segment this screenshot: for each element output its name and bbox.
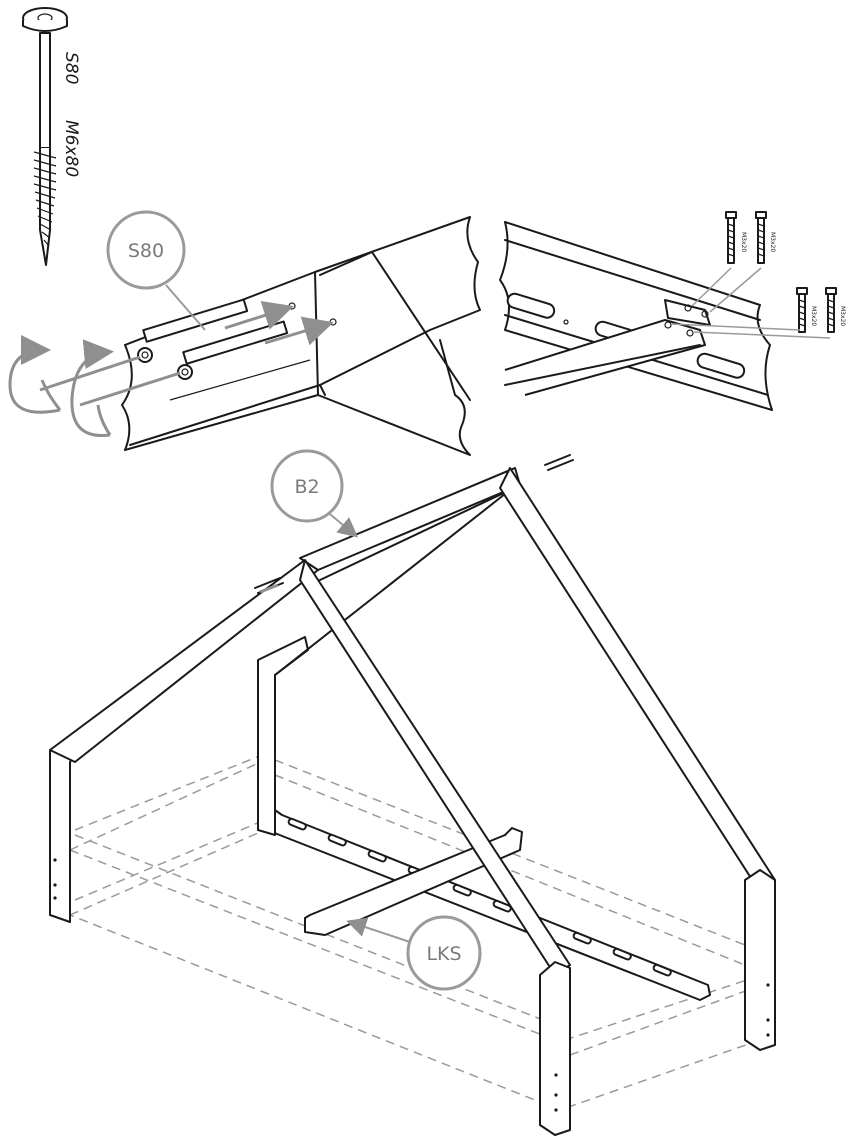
- callout-lks-label: LKS: [426, 943, 461, 965]
- ridge-screws: [254, 454, 574, 594]
- post-holes: [53, 858, 770, 1112]
- bracket-screw-label-3: M3x20: [810, 306, 817, 326]
- bed-frame-assembly: [49, 454, 776, 1136]
- callout-s80-label: S80: [128, 240, 164, 262]
- s80-screw-illustration: [22, 7, 68, 266]
- screw-size-label: M6x80: [61, 120, 81, 177]
- callout-b2: B2: [270, 449, 359, 538]
- corner-detail-view: [8, 216, 481, 456]
- bracket-screw-label-1: M3x20: [740, 232, 747, 252]
- callout-lks: LKS: [346, 915, 482, 991]
- callout-s80: S80: [106, 210, 206, 331]
- bracket-detail-view: [499, 211, 837, 411]
- callout-b2-label: B2: [294, 476, 319, 498]
- bracket-screw-label-4: M3x20: [839, 306, 846, 326]
- bracket-screw-label-2: M3x20: [769, 232, 776, 252]
- screw-code-label: S80: [61, 52, 81, 84]
